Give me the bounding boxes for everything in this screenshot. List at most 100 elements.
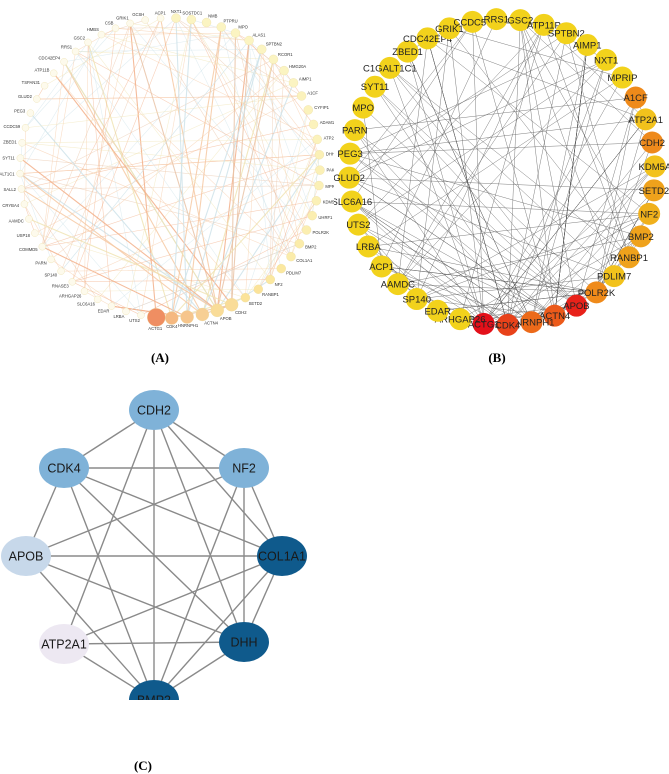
node-label: SLC6A16 [77,302,96,307]
node-mpo [230,28,241,38]
node-setd2 [642,179,665,202]
edge [160,18,218,311]
edge [354,97,636,131]
node-label: ACTN4 [539,311,570,322]
node-slc6a16 [340,190,363,213]
edge [261,49,300,244]
node-parn [47,255,55,264]
node-hnrnph1 [180,310,194,324]
edge [349,177,654,191]
node-label: AAMDC [9,218,24,223]
node-rrs1 [71,47,80,56]
node-label: UTS2 [346,220,370,231]
node-ccdc59 [21,124,30,132]
edge [416,24,545,300]
node-cdc42ep4 [416,27,439,50]
edge [368,213,650,247]
edge-cdh2-col1a1 [153,409,283,557]
edge [221,26,321,171]
edge [381,19,497,267]
node-sptbn2 [555,22,578,45]
edge [459,24,545,320]
edge [270,139,318,280]
node-nf2 [265,274,275,285]
node-pak2 [315,165,325,175]
node-a1cf [296,91,307,101]
node-label: AIMP1 [299,77,312,82]
edge [115,26,222,29]
edge [36,95,302,100]
node-apob [565,294,588,317]
node-label: RNASE3 [52,283,69,288]
edge-apob-bmp2 [25,555,155,700]
edge [351,21,473,202]
node-dhh [219,622,269,662]
edge [231,33,237,305]
edge [427,38,508,325]
edge-cdk4-dhh [63,467,245,643]
edge [19,34,102,174]
edge [84,42,89,292]
node-c1galt1c1 [16,169,24,178]
node-hmbs [97,30,106,39]
edge [483,119,646,325]
node-label: CSB [105,21,114,26]
node-actg1 [147,308,166,327]
node-ranbp1 [253,284,263,294]
node-label: GSC2 [507,16,533,27]
node-label: ACP1 [155,10,167,15]
edge [362,107,382,267]
edge [186,26,222,318]
edge [358,224,555,316]
edge [53,72,233,306]
edge [596,142,653,293]
node-rcor1 [268,54,279,65]
node-lrba [122,307,130,316]
node-rnase3 [68,278,76,286]
node-cyfip1 [303,105,313,115]
edge [520,19,642,237]
panel-c-hub-network: CDH2NF2CDK4COL1A1APOBDHHATP2A1BMP2 [0,380,334,700]
edge [354,129,577,306]
node-sptbn2 [257,44,267,54]
edge [350,119,646,154]
node-commd5 [38,243,46,251]
edge [483,166,656,325]
edge [472,21,484,324]
edge [507,33,567,325]
node-bmp2 [294,239,305,249]
edge [129,23,218,311]
node-hnrnph1 [520,311,543,334]
edge [258,139,318,290]
edge [42,61,65,247]
edge [351,201,508,326]
node-nmb [201,17,212,28]
node-label: PARN [35,260,46,265]
node-grik1 [126,19,134,28]
edge [507,59,607,325]
node-label: ACP1 [369,262,394,273]
edge-dhh-atp2a1 [63,641,245,645]
edge [348,21,473,178]
panel-b-svg: GSC2ATP11PSPTBN2AIMP1NXT1MPRIPA1CFATP2A1… [334,8,669,336]
node-nf2 [219,448,269,488]
node-csb [111,24,120,32]
edge [22,139,318,144]
edge [24,82,294,205]
node-label: NMB [208,14,218,19]
edge [520,19,653,143]
edge [416,28,450,300]
edge [42,23,131,247]
node-glud2 [33,95,41,103]
edge [354,129,532,323]
node-sp140 [405,288,428,311]
edge [101,34,318,140]
node-label: ATP11B [34,67,49,72]
node-label: UTS2 [129,318,140,323]
node-label: CDK4 [495,320,520,331]
edge [87,42,271,280]
edge [449,28,630,258]
edge [87,42,173,319]
node-label: ATP2A1 [628,115,663,126]
